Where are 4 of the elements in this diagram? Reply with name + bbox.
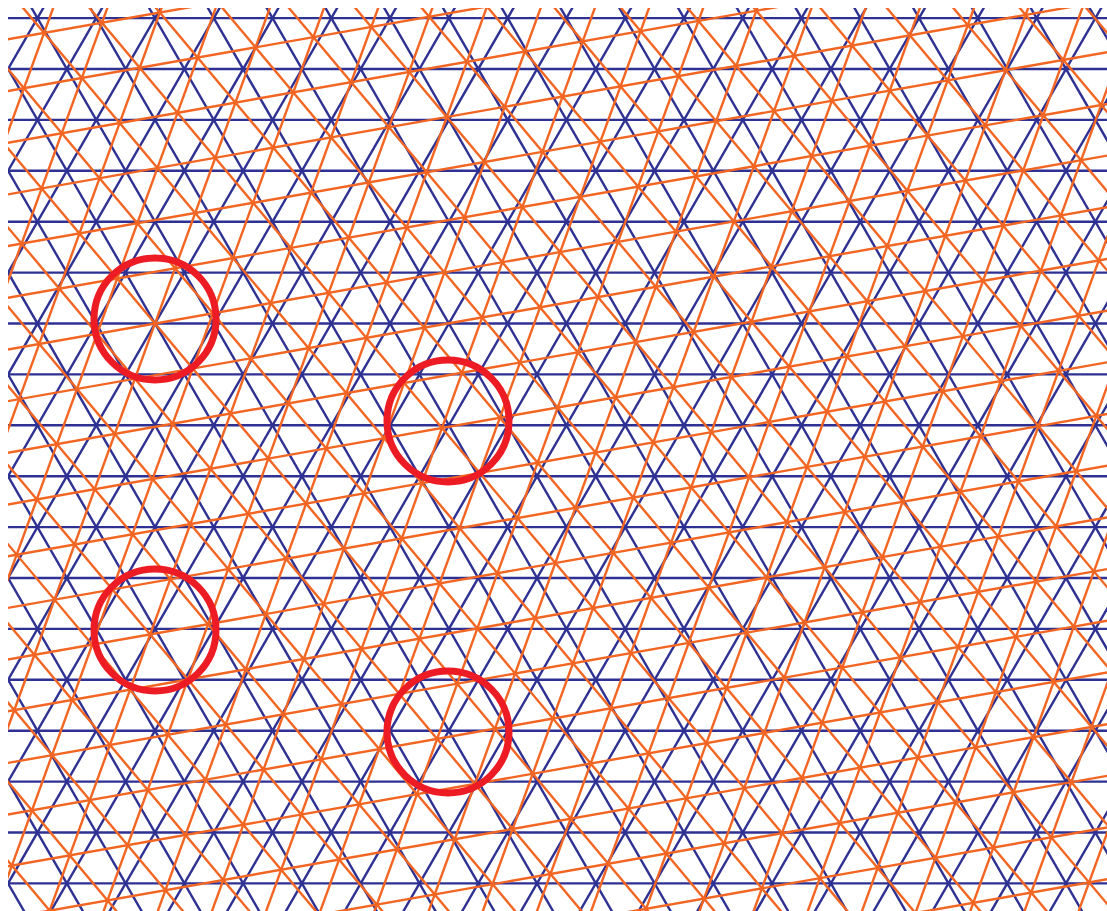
circle-marker <box>383 667 513 797</box>
circle-marker <box>90 254 220 384</box>
circle-marker <box>383 356 513 486</box>
circle-marker <box>90 565 220 695</box>
